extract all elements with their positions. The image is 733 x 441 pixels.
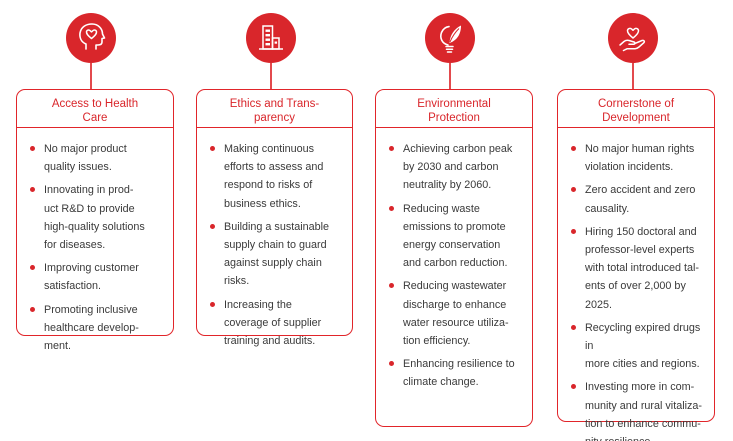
connector-line: [90, 63, 92, 90]
connector-line: [632, 63, 634, 90]
bullet-icon: [389, 146, 394, 151]
card-health: Access to Health Care No major product q…: [16, 89, 174, 352]
bullet-icon: [210, 223, 215, 229]
title-divider: [197, 127, 352, 128]
title-divider: [17, 127, 173, 128]
list-item: Innovating in prod- uct R&D to provide h…: [30, 181, 167, 254]
list-item: Reducing waste emissions to promote ener…: [389, 200, 526, 273]
heart-hand-icon: [608, 13, 658, 63]
connector-line: [449, 63, 451, 90]
connector-line: [270, 63, 272, 90]
card-items: No major product quality issues. Innovat…: [30, 140, 167, 360]
list-item: Making continuous efforts to assess and …: [210, 140, 346, 213]
bullet-icon: [210, 146, 215, 151]
bullet-icon: [30, 265, 35, 271]
card-items: Achieving carbon peak by 2030 and carbon…: [389, 140, 526, 397]
list-item: No major product quality issues.: [30, 140, 167, 176]
list-item: Hiring 150 doctoral and professor-level …: [571, 223, 708, 314]
bullet-icon: [30, 306, 35, 312]
list-item: Promoting inclusive healthcare develop- …: [30, 301, 167, 356]
bullet-icon: [389, 205, 394, 211]
list-item: Improving customer satisfaction.: [30, 259, 167, 295]
list-item: Recycling expired drugs in more cities a…: [571, 319, 708, 374]
list-item: Investing more in com- munity and rural …: [571, 378, 708, 441]
bullet-icon: [30, 146, 35, 151]
list-item: Enhancing resilience to climate change.: [389, 355, 526, 391]
card-title: Ethics and Trans- parency: [229, 98, 320, 124]
list-item: Increasing the coverage of supplier trai…: [210, 296, 346, 351]
list-item: Zero accident and zero causality.: [571, 181, 708, 217]
bullet-icon: [571, 384, 576, 390]
card-title: Access to Health Care: [51, 98, 139, 124]
bullet-icon: [571, 146, 576, 151]
card-environment: Environmental Protection Achieving carbo…: [375, 89, 533, 427]
bullet-icon: [571, 228, 576, 234]
list-item: Achieving carbon peak by 2030 and carbon…: [389, 140, 526, 195]
bullet-icon: [30, 187, 35, 193]
card-items: No major human rights violation incident…: [571, 140, 708, 441]
bullet-icon: [571, 324, 576, 330]
card-title: Cornerstone of Development: [597, 98, 675, 124]
building-icon: [246, 13, 296, 63]
card-items: Making continuous efforts to assess and …: [210, 140, 346, 355]
card-development: Cornerstone of Development No major huma…: [557, 89, 715, 441]
title-divider: [376, 127, 532, 128]
heart-head-icon: [66, 13, 116, 63]
bullet-icon: [389, 361, 394, 367]
title-divider: [558, 127, 714, 128]
list-item: No major human rights violation incident…: [571, 140, 708, 176]
card-ethics: Ethics and Trans- parency Making continu…: [196, 89, 353, 347]
list-item: Building a sustainable supply chain to g…: [210, 218, 346, 291]
bullet-icon: [389, 283, 394, 289]
card-title: Environmental Protection: [417, 98, 491, 124]
bullet-icon: [210, 301, 215, 307]
leaf-bulb-icon: [425, 13, 475, 63]
list-item: Reducing wastewater discharge to enhance…: [389, 277, 526, 350]
bullet-icon: [571, 187, 576, 193]
